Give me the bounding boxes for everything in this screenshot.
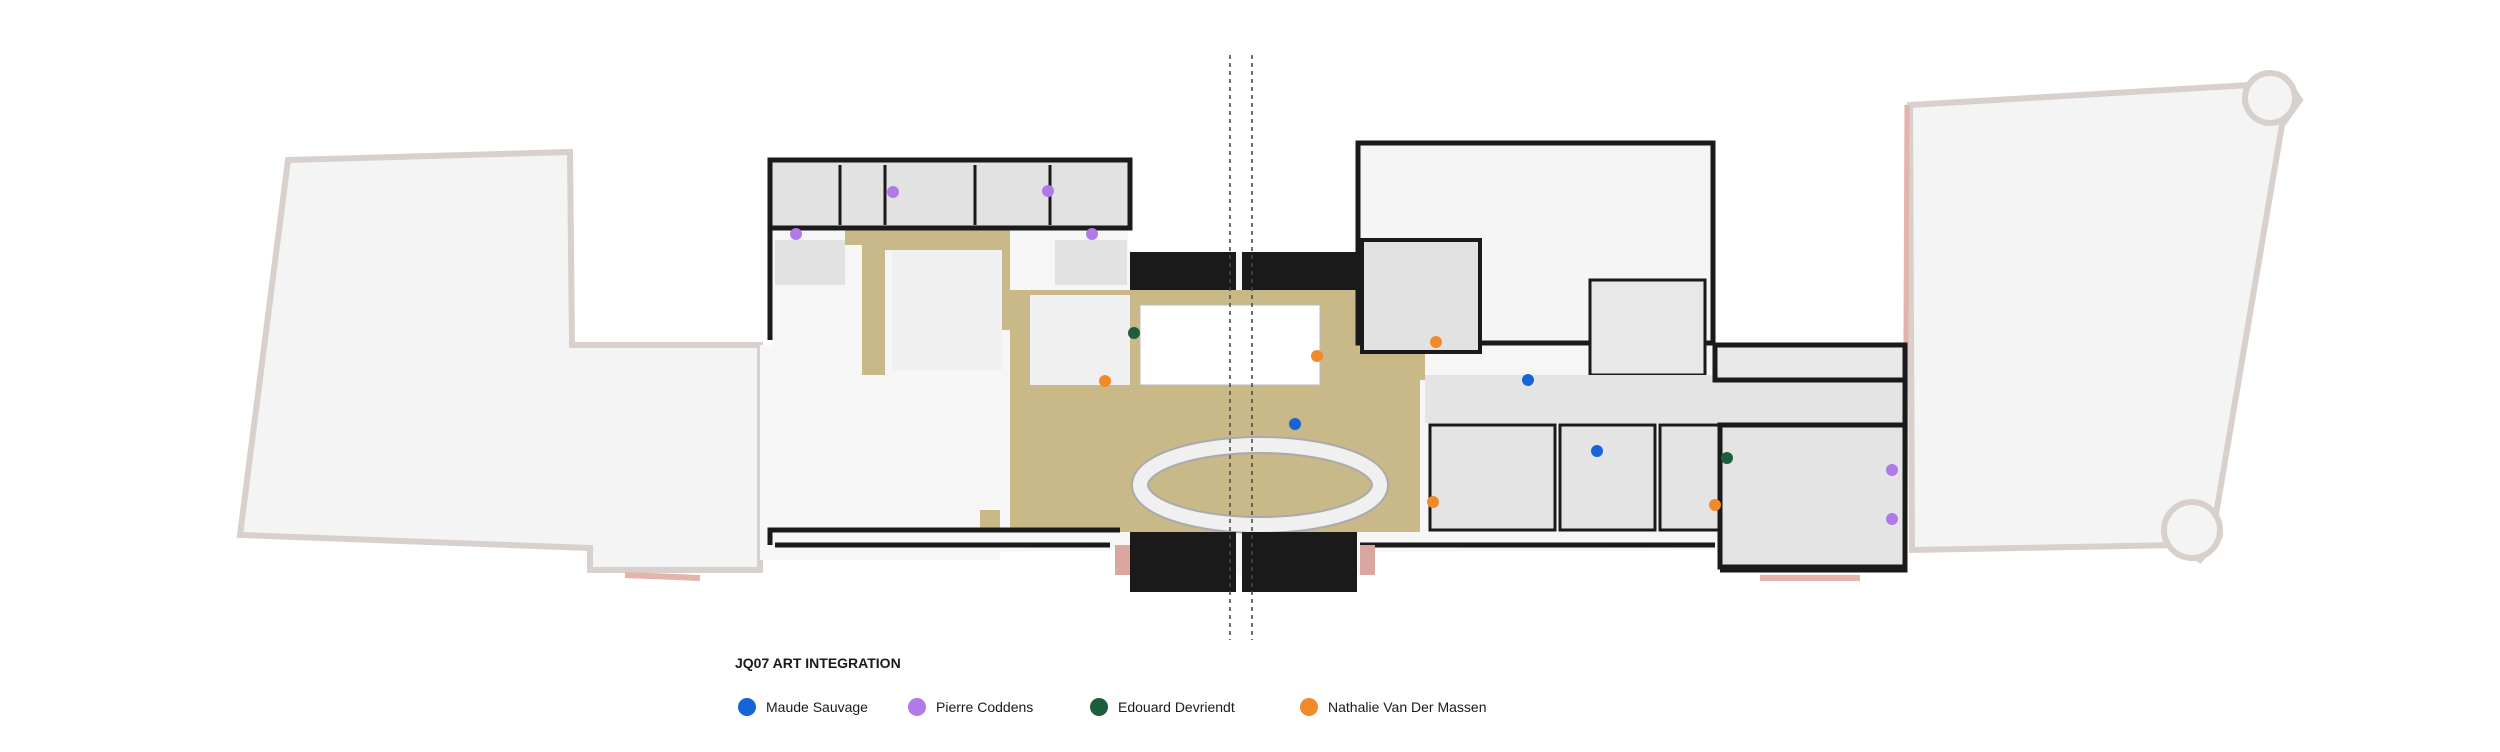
artwork-marker-maude-sauvage[interactable] bbox=[1591, 445, 1603, 457]
legend-dot-icon bbox=[1090, 698, 1108, 716]
artwork-marker-maude-sauvage[interactable] bbox=[1289, 418, 1301, 430]
legend-label: Nathalie Van Der Massen bbox=[1328, 699, 1487, 715]
legend-dot-icon bbox=[738, 698, 756, 716]
artwork-marker-nathalie-van-der-massen[interactable] bbox=[1099, 375, 1111, 387]
artwork-marker-pierre-coddens[interactable] bbox=[887, 186, 899, 198]
legend-label: Pierre Coddens bbox=[936, 699, 1034, 715]
legend-dot-icon bbox=[908, 698, 926, 716]
legend-title: JQ07 ART INTEGRATION bbox=[735, 655, 901, 671]
artwork-marker-nathalie-van-der-massen[interactable] bbox=[1427, 496, 1439, 508]
artwork-marker-pierre-coddens[interactable] bbox=[1086, 228, 1098, 240]
artwork-marker-pierre-coddens[interactable] bbox=[1886, 513, 1898, 525]
legend-dot-icon bbox=[1300, 698, 1318, 716]
legend-label: Edouard Devriendt bbox=[1118, 699, 1235, 715]
artwork-marker-nathalie-van-der-massen[interactable] bbox=[1430, 336, 1442, 348]
artwork-marker-maude-sauvage[interactable] bbox=[1522, 374, 1534, 386]
main-building bbox=[767, 55, 1908, 640]
legend-item-edouard-devriendt: Edouard Devriendt bbox=[1090, 695, 1235, 719]
legend-label: Maude Sauvage bbox=[766, 699, 868, 715]
artwork-marker-pierre-coddens[interactable] bbox=[1042, 185, 1054, 197]
artwork-marker-pierre-coddens[interactable] bbox=[790, 228, 802, 240]
artwork-marker-pierre-coddens[interactable] bbox=[1886, 464, 1898, 476]
artwork-marker-nathalie-van-der-massen[interactable] bbox=[1709, 499, 1721, 511]
legend-item-nathalie-van-der-massen: Nathalie Van Der Massen bbox=[1300, 695, 1486, 719]
adjacent-building-right bbox=[1760, 70, 2304, 581]
legend-item-maude-sauvage: Maude Sauvage bbox=[738, 695, 868, 719]
artwork-markers bbox=[790, 185, 1898, 525]
legend-item-pierre-coddens: Pierre Coddens bbox=[908, 695, 1033, 719]
artwork-marker-nathalie-van-der-massen[interactable] bbox=[1311, 350, 1323, 362]
artwork-marker-edouard-devriendt[interactable] bbox=[1128, 327, 1140, 339]
artwork-marker-edouard-devriendt[interactable] bbox=[1721, 452, 1733, 464]
